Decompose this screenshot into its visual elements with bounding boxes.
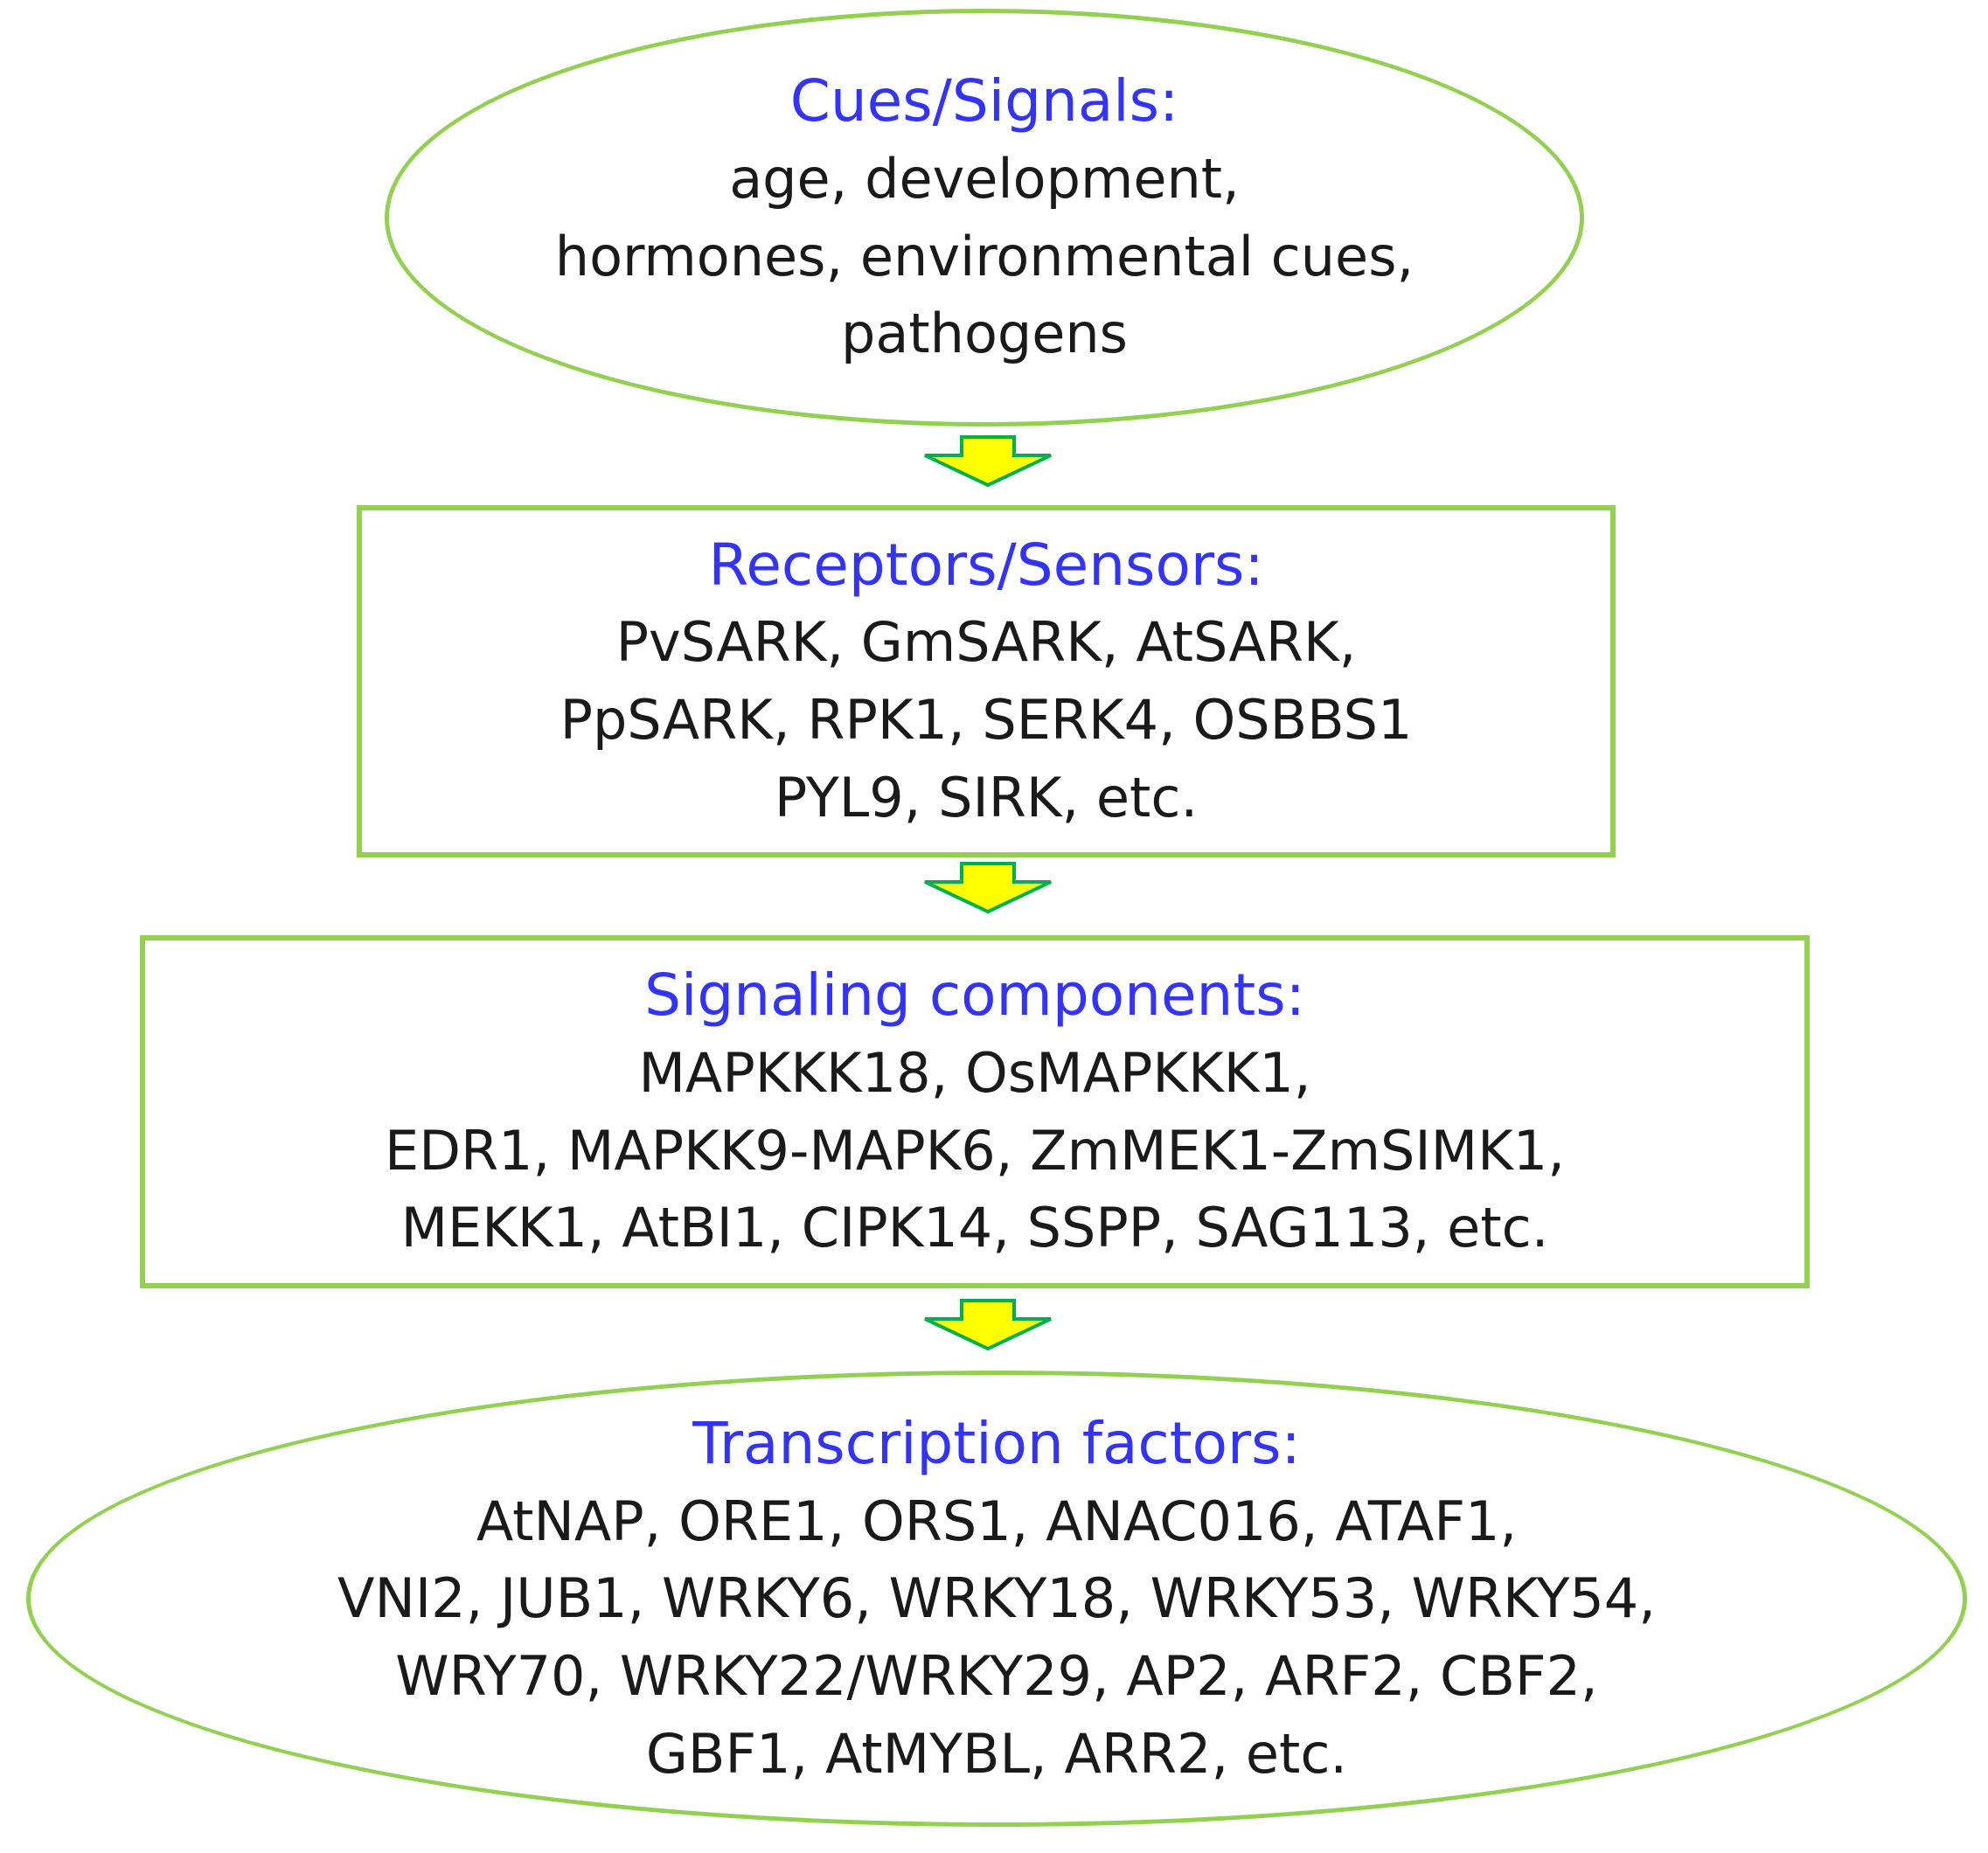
down-arrow-icon <box>924 862 1052 914</box>
receptors-sensors-line-2: PpSARK, RPK1, SERK4, OSBBS1 <box>560 688 1413 753</box>
signaling-components-node: Signaling components: MAPKKK18, OsMAPKKK… <box>140 935 1810 1288</box>
transcription-factors-line-1: AtNAP, ORE1, ORS1, ANAC016, ATAF1, <box>476 1489 1518 1553</box>
transcription-factors-title: Transcription factors: <box>692 1409 1301 1477</box>
down-arrow-icon <box>924 1299 1052 1351</box>
receptors-sensors-line-1: PvSARK, GmSARK, AtSARK, <box>615 610 1357 675</box>
signaling-components-line-1: MAPKKK18, OsMAPKKK1, <box>638 1040 1311 1105</box>
transcription-factors-line-2: VNI2, JUB1, WRKY6, WRKY18, WRKY53, WRKY5… <box>337 1566 1656 1631</box>
transcription-factors-line-4: GBF1, AtMYBL, ARR2, etc. <box>645 1721 1348 1786</box>
cues-signals-line-1: age, development, <box>729 146 1240 211</box>
receptors-sensors-line-3: PYL9, SIRK, etc. <box>774 765 1199 829</box>
receptors-sensors-title: Receptors/Sensors: <box>708 531 1264 599</box>
cues-signals-line-2: hormones, environmental cues, <box>554 224 1415 288</box>
transcription-factors-line-3: WRY70, WRKY22/WRKY29, AP2, ARF2, CBF2, <box>395 1643 1598 1708</box>
cues-signals-title: Cues/Signals: <box>789 67 1179 135</box>
transcription-factors-node: Transcription factors: AtNAP, ORE1, ORS1… <box>26 1371 1967 1827</box>
down-arrow-icon <box>924 435 1052 488</box>
cues-signals-line-3: pathogens <box>841 302 1128 366</box>
signaling-components-line-3: MEKK1, AtBI1, CIPK14, SSPP, SAG113, etc. <box>400 1196 1549 1260</box>
receptors-sensors-node: Receptors/Sensors: PvSARK, GmSARK, AtSAR… <box>357 505 1616 857</box>
signaling-components-title: Signaling components: <box>644 961 1305 1030</box>
signaling-components-line-2: EDR1, MAPKK9-MAPK6, ZmMEK1-ZmSIMK1, <box>385 1118 1565 1183</box>
cues-signals-node: Cues/Signals: age, development, hormones… <box>385 9 1584 427</box>
